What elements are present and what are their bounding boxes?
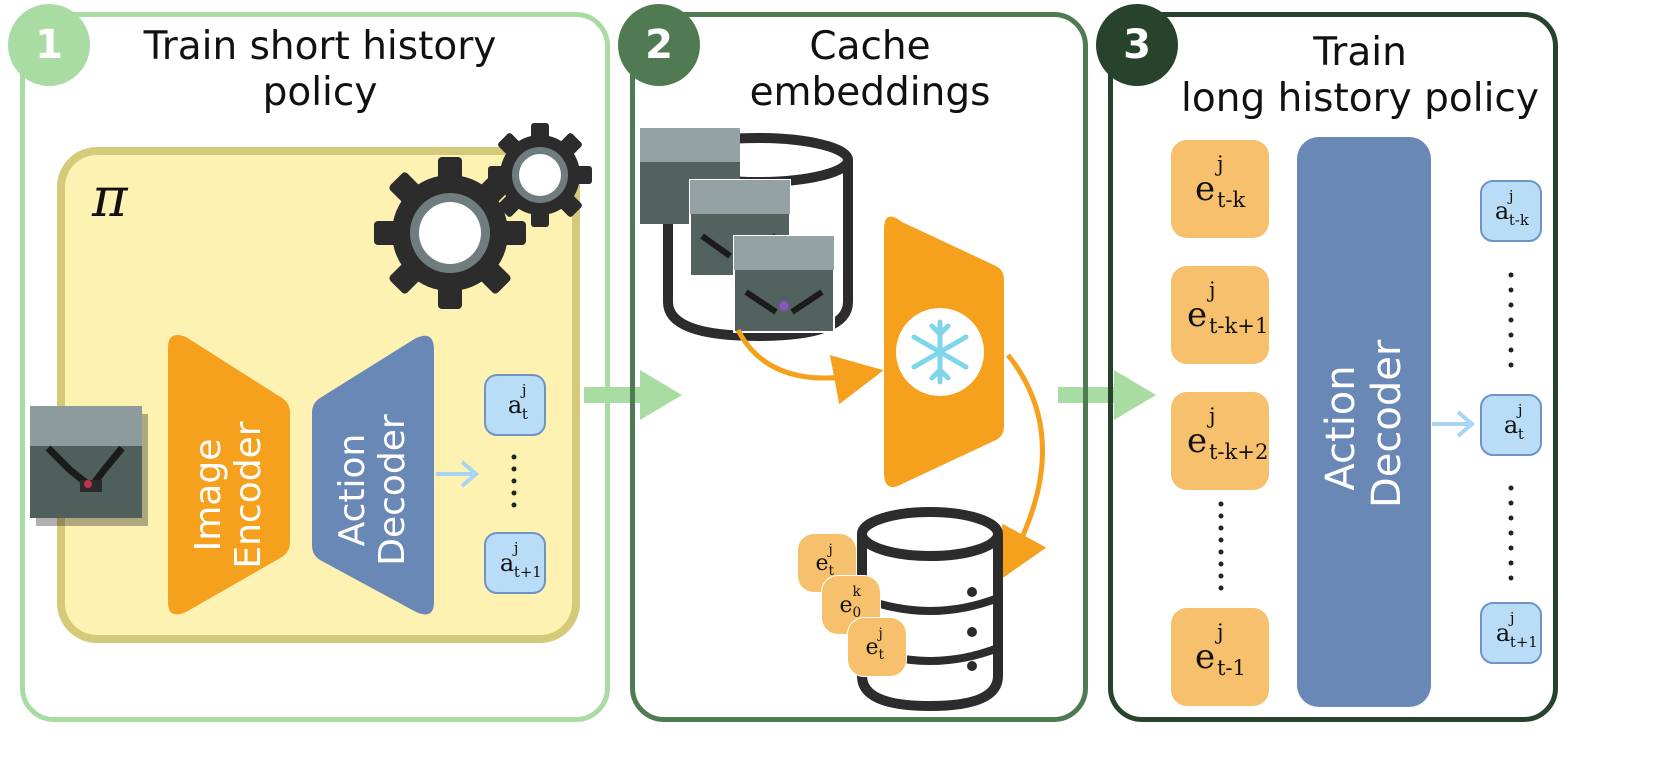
panel3-title-line2: long history policy — [1181, 76, 1539, 121]
token-sub: 0 — [852, 604, 862, 621]
vertical-dots — [1508, 272, 1514, 368]
token-sup: j — [1509, 609, 1515, 627]
token-base: e — [1194, 169, 1216, 209]
vertical-dots — [1508, 485, 1514, 581]
token-sup: j — [1216, 151, 1224, 176]
arrow-decoder-to-actions — [436, 460, 480, 488]
token-sub: t+1 — [1509, 633, 1538, 651]
action-decoder-shape — [312, 335, 434, 615]
action-decoder-line1: Action — [332, 433, 373, 547]
action-decoder-label: Action Decoder — [332, 410, 413, 570]
arrow-encoder-to-database — [1000, 353, 1047, 580]
token-sub: t — [878, 646, 884, 663]
ellipsis-dots — [511, 454, 517, 508]
action-decoder-line1: Action — [1318, 365, 1364, 491]
token-base: e — [1186, 295, 1208, 335]
token-base: e — [1194, 637, 1216, 677]
panel3-title: Train long history policy — [1180, 30, 1540, 122]
snowflake-icon — [911, 319, 969, 385]
panel1-title-line1: Train short history — [143, 24, 497, 69]
token-sup: k — [852, 583, 861, 600]
action-decoder-shape — [1297, 137, 1431, 707]
vertical-dots — [1218, 501, 1224, 591]
token-base: a — [499, 549, 515, 577]
embedding-token: e j t-k+2 — [1171, 392, 1269, 490]
panel3-title-line1: Train — [1313, 30, 1407, 75]
arrow-panel2-to-panel3 — [1058, 370, 1156, 420]
panel2-title-line2: embeddings — [749, 70, 991, 115]
action-token: a j t-k — [1480, 180, 1542, 242]
step-badge-1: 1 — [8, 4, 90, 86]
token-sup: j — [1517, 401, 1523, 419]
panel1-title-line2: policy — [262, 70, 378, 115]
token-base: a — [1503, 411, 1519, 439]
token-sub: t-k — [1508, 211, 1529, 229]
token-base: e — [865, 634, 879, 660]
token-sup: j — [1216, 619, 1224, 644]
token-sub: t-k+2 — [1208, 439, 1269, 464]
image-encoder-shape — [168, 335, 290, 615]
embedding-token: e j t-k+1 — [1171, 266, 1269, 364]
image-encoder-line2: Encoder — [228, 421, 269, 569]
token-sub: t-k+1 — [1208, 313, 1269, 338]
robot-image — [30, 406, 148, 526]
action-token-bottom: a j t+1 — [484, 532, 546, 594]
action-decoder-line2: Decoder — [1364, 339, 1410, 508]
token-base: e — [1186, 421, 1208, 461]
panel1-title: Train short history policy — [110, 24, 530, 116]
token-sup: j — [1208, 403, 1216, 428]
token-sub: t — [828, 562, 834, 579]
gear-icon — [342, 125, 558, 341]
arrow-images-to-encoder — [735, 328, 884, 405]
token-sup: j — [521, 381, 527, 399]
token-base: e — [839, 592, 853, 618]
panel-cache-embeddings — [630, 12, 1088, 722]
token-base: a — [1494, 197, 1510, 225]
action-decoder-line2: Decoder — [372, 414, 413, 566]
image-encoder-line1: Image — [188, 438, 229, 552]
panel-train-long-history — [1108, 12, 1558, 722]
action-token: a j t+1 — [1480, 602, 1542, 664]
embedding-token: e j t-k — [1171, 140, 1269, 238]
token-sup: j — [828, 541, 833, 558]
action-token: a j t — [1480, 394, 1542, 456]
action-decoder-label: Action Decoder — [1318, 339, 1410, 508]
embedding-card: e j t — [848, 618, 906, 676]
image-encoder-label: Image Encoder — [188, 415, 269, 575]
token-sub: t — [1517, 425, 1524, 443]
token-sup: j — [878, 625, 883, 642]
token-sub: t — [521, 405, 528, 423]
arrow-decoder-to-actions — [1432, 410, 1476, 438]
token-base: a — [507, 391, 523, 419]
step-badge-2: 2 — [618, 4, 700, 86]
token-sub: t-1 — [1216, 655, 1246, 680]
token-sup: j — [1208, 277, 1216, 302]
action-token-top: a j t — [484, 374, 546, 436]
embedding-token: e j t-1 — [1171, 608, 1269, 706]
token-sub: t+1 — [513, 563, 542, 581]
token-base: e — [815, 550, 829, 576]
panel2-title: Cache embeddings — [720, 24, 1020, 116]
panel2-title-line1: Cache — [809, 24, 931, 69]
token-sub: t-k — [1216, 187, 1246, 212]
robot-image — [640, 128, 835, 333]
policy-symbol: π — [92, 166, 128, 229]
step-badge-3: 3 — [1096, 4, 1178, 86]
token-sup: j — [1508, 187, 1514, 205]
token-sup: j — [513, 539, 519, 557]
gear-icon — [466, 101, 614, 249]
token-base: a — [1495, 619, 1511, 647]
